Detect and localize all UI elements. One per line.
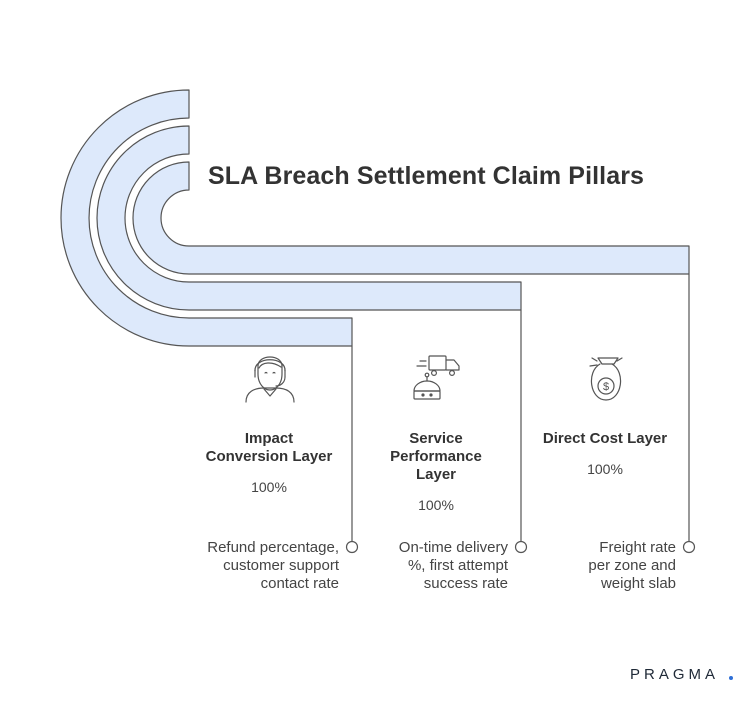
arc-band-middle xyxy=(96,125,522,311)
pillar-desc-impact: Refund percentage, customer support cont… xyxy=(169,539,339,593)
pillar-title-cost: Direct Cost Layer xyxy=(525,430,685,448)
money-bag-icon: $ xyxy=(589,357,623,401)
svg-text:$: $ xyxy=(603,381,609,393)
customer-support-agent-icon xyxy=(245,356,295,403)
pillar-value-service: 100% xyxy=(418,497,454,513)
pillar-desc-line: customer support xyxy=(223,557,339,574)
pillar-title-line: Service xyxy=(409,430,463,447)
arc-band-inner xyxy=(132,161,690,275)
diagram-title: SLA Breach Settlement Claim Pillars xyxy=(208,162,645,190)
pillar-title-line: Direct Cost Layer xyxy=(542,430,668,447)
connector-endpoint-cost xyxy=(682,540,696,554)
pillar-desc-line: %, first attempt xyxy=(407,557,508,574)
pillar-desc-line: per zone and xyxy=(588,557,676,574)
pillar-desc-service: On-time delivery %, first attempt succes… xyxy=(338,539,508,593)
brand-logo: PRAGMA xyxy=(630,666,720,683)
delivery-truck-robot-icon xyxy=(413,355,460,400)
pillar-title-line: Conversion Layer xyxy=(205,448,333,465)
pillar-value-cost: 100% xyxy=(587,461,623,477)
pillar-desc-line: Refund percentage, xyxy=(207,539,339,556)
pillar-desc-cost: Freight rate per zone and weight slab xyxy=(506,539,676,593)
pillar-title-line: Performance xyxy=(390,448,482,465)
pillar-desc-line: success rate xyxy=(423,575,508,592)
pillar-desc-line: On-time delivery xyxy=(398,539,508,556)
connector-endpoint-impact xyxy=(345,540,359,554)
arc-band-outer xyxy=(60,89,353,347)
pillar-title-impact: Impact Conversion Layer xyxy=(189,430,349,466)
pillar-desc-line: Freight rate xyxy=(599,539,676,556)
pillar-title-line: Impact xyxy=(244,430,294,447)
brand-dot-icon xyxy=(729,676,733,680)
pillar-desc-line: weight slab xyxy=(600,575,676,592)
pillar-desc-line: contact rate xyxy=(260,575,339,592)
pillar-value-impact: 100% xyxy=(251,479,287,495)
pillar-title-service: Service Performance Layer xyxy=(356,430,516,484)
connector-endpoint-service xyxy=(514,540,528,554)
pillar-title-line: Layer xyxy=(415,466,457,483)
